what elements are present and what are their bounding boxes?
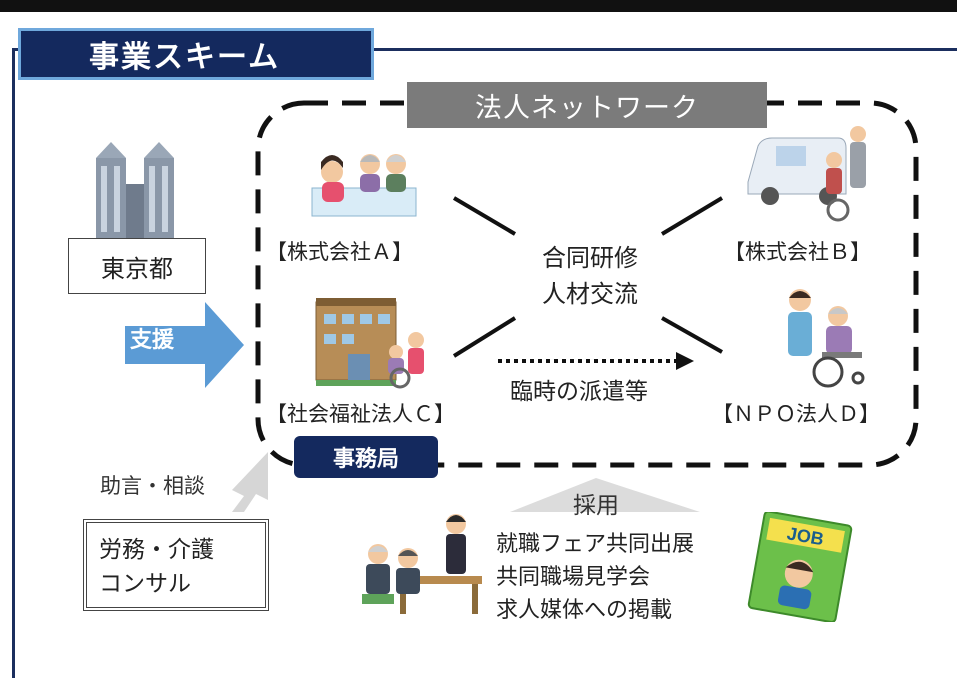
support-arrow (125, 302, 244, 388)
consultant-line-2: コンサル (99, 571, 191, 597)
page-title: 事業スキーム (18, 28, 374, 80)
network-label: 法人ネットワーク (407, 82, 767, 128)
recruit-item-tour: 共同職場見学会 (496, 565, 651, 590)
company-b-label: 【株式会社Ｂ】 (724, 240, 871, 264)
consultation-icon (311, 154, 417, 217)
recruit-heading: 採用 (573, 493, 619, 519)
tokyo-building-icon (96, 142, 174, 240)
secretariat-badge: 事務局 (294, 436, 438, 478)
recruit-list: 就職フェア共同出展 共同職場見学会 求人媒体への掲載 (496, 528, 694, 627)
connector-c-center (452, 316, 517, 358)
dispatch-arrowhead (676, 352, 694, 370)
support-label: 支援 (130, 328, 175, 353)
job-interview-icon (362, 514, 482, 614)
frame-left-line (12, 48, 15, 678)
recruit-item-media: 求人媒体への掲載 (496, 598, 673, 623)
advice-arrow (232, 452, 268, 512)
center-line-training: 合同研修 (542, 244, 638, 272)
tokyo-label: 東京都 (68, 238, 206, 294)
center-activities: 合同研修 人材交流 (522, 240, 658, 312)
job-magazine-icon: JOB (747, 512, 853, 622)
frame-top-line (12, 48, 957, 51)
connector-a-center (452, 196, 517, 236)
company-d-label: 【ＮＰＯ法人Ｄ】 (712, 402, 880, 426)
care-facility-icon (315, 298, 424, 389)
dispatch-label: 臨時の派遣等 (510, 379, 648, 405)
company-c-label: 【社会福祉法人Ｃ】 (266, 402, 455, 426)
company-a-label: 【株式会社Ａ】 (266, 240, 413, 264)
recruit-item-fair: 就職フェア共同出展 (496, 532, 695, 557)
consultant-line-1: 労務・介護 (99, 537, 214, 563)
wheelchair-care-icon (788, 289, 865, 388)
advice-label: 助言・相談 (100, 474, 205, 498)
care-vehicle-icon (747, 126, 866, 222)
connector-d-center (661, 316, 723, 354)
consultant-box: 労務・介護 コンサル (83, 519, 269, 611)
connector-b-center (660, 196, 724, 236)
center-line-exchange: 人材交流 (542, 280, 638, 308)
top-rule (0, 0, 957, 12)
recruit-triangle (510, 478, 700, 512)
